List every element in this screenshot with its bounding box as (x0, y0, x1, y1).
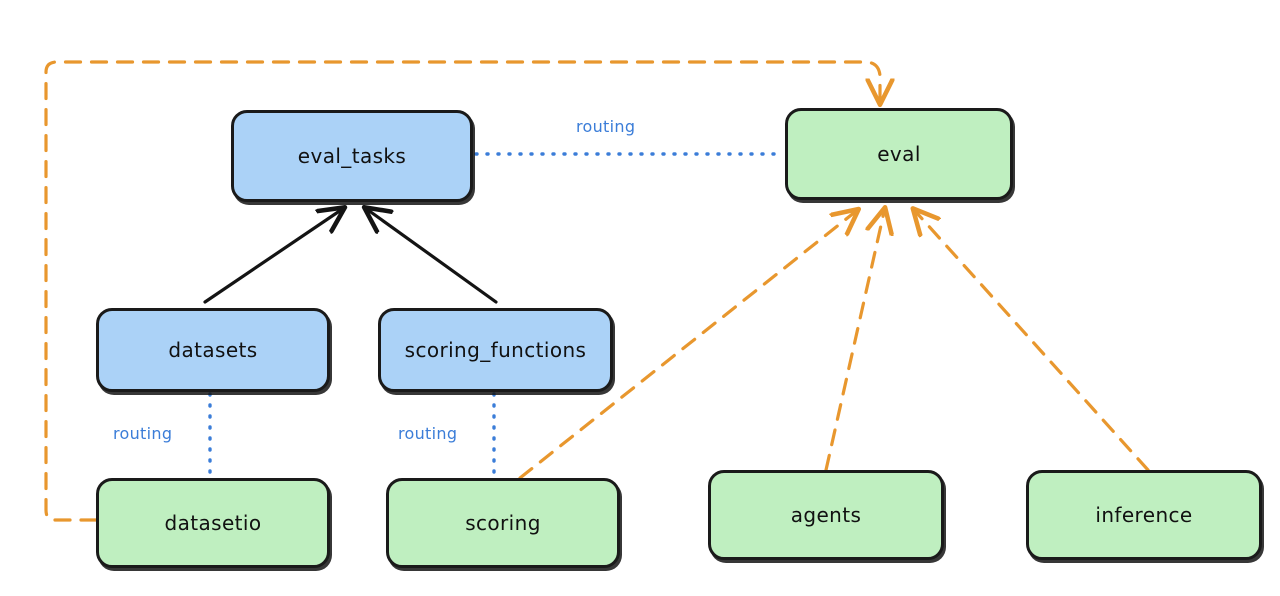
node-label: eval_tasks (297, 144, 407, 168)
edge-scoring-to-eval (518, 212, 855, 480)
node-label: scoring_functions (404, 338, 587, 362)
edge-label-routing-datasets: routing (113, 424, 173, 443)
node-agents[interactable]: agents (708, 470, 944, 560)
node-label: agents (790, 503, 862, 527)
node-label: inference (1095, 503, 1193, 527)
node-eval-tasks[interactable]: eval_tasks (231, 110, 473, 202)
node-scoring-functions[interactable]: scoring_functions (378, 308, 613, 392)
edge-agents-to-eval (824, 212, 884, 472)
node-inference[interactable]: inference (1026, 470, 1262, 560)
node-eval[interactable]: eval (785, 108, 1013, 200)
node-scoring[interactable]: scoring (386, 478, 620, 568)
node-label: datasets (168, 338, 258, 362)
node-datasetio[interactable]: datasetio (96, 478, 330, 568)
edge-inference-to-eval (916, 212, 1150, 472)
edge-label-routing-eval-tasks: routing (576, 117, 636, 136)
node-label: eval (877, 142, 921, 166)
edge-label-routing-scoring-functions: routing (398, 424, 458, 443)
node-label: scoring (465, 511, 541, 535)
edge-datasets-to-eval-tasks (203, 210, 341, 304)
node-datasets[interactable]: datasets (96, 308, 330, 392)
node-label: datasetio (164, 511, 262, 535)
edge-datasetio-to-eval (44, 60, 880, 522)
edge-scoring-functions-to-eval-tasks (368, 210, 498, 304)
